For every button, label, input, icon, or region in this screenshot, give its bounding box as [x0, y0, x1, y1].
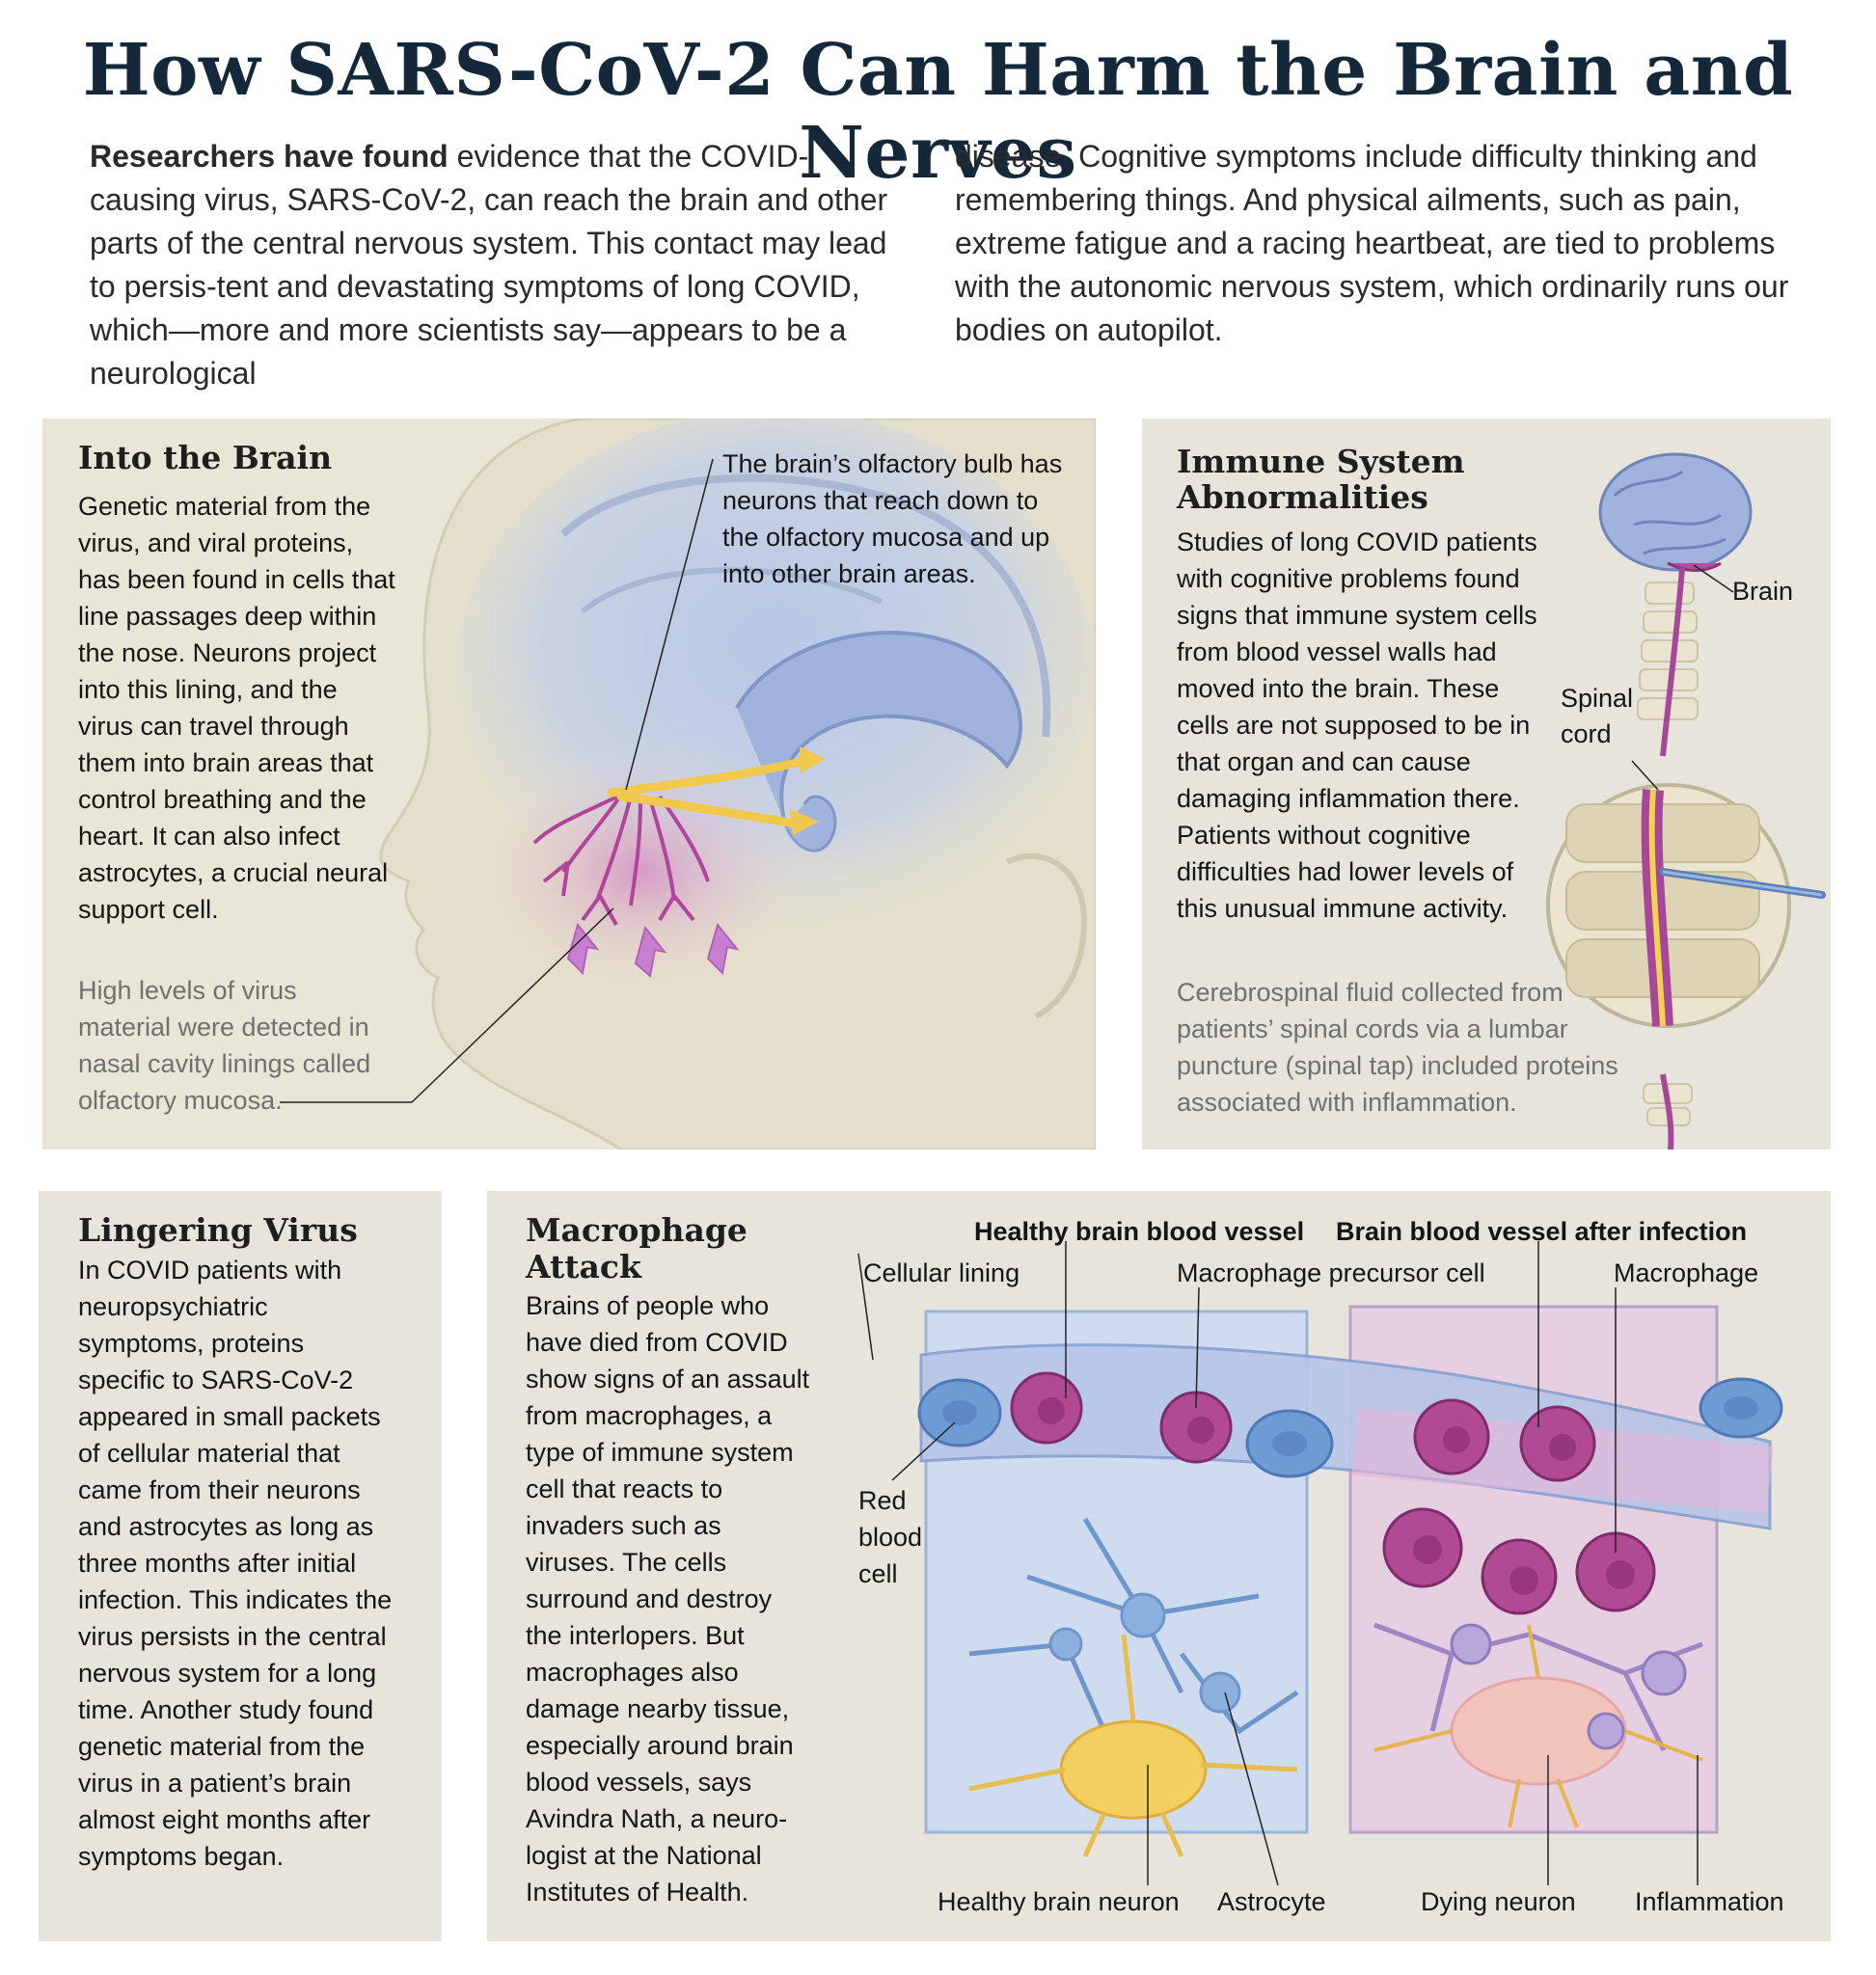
panel-title-macrophage-line1: Macrophage [526, 1211, 748, 1249]
macrophage-attack-body: Brains of people who have died from COVI… [526, 1291, 810, 1907]
blood-vessel-comparison-illustration [857, 1241, 1783, 1886]
olfactory-mucosa-note: High levels of virus material were detec… [78, 976, 371, 1115]
panel-immune-system-abnormalities: Immune System Abnormalities Studies of l… [1142, 419, 1831, 1150]
olfactory-bulb-callout: The brain’s olfactory bulb has neurons t… [722, 449, 1063, 588]
label-astrocyte: Astrocyte [1217, 1887, 1326, 1916]
panel-into-the-brain: Into the Brain Genetic material from the… [42, 419, 1096, 1150]
label-spinal: Spinal [1561, 684, 1634, 713]
label-macrophage-precursor: Macrophage precursor cell [1177, 1258, 1485, 1287]
panel-title-macrophage-line2: Attack [526, 1248, 641, 1285]
label-healthy-brain-neuron: Healthy brain neuron [938, 1887, 1180, 1916]
label-brain: Brain [1732, 577, 1794, 606]
head-cross-section-illustration [280, 419, 1096, 1150]
heading-healthy-vessel: Healthy brain blood vessel [974, 1217, 1305, 1246]
panel-macrophage-attack: Macrophage Attack Brains of people who h… [487, 1191, 1831, 1941]
panel-title-lingering-virus: Lingering Virus [78, 1211, 358, 1249]
label-dying-neuron: Dying neuron [1421, 1887, 1576, 1916]
intro-left-column: Researchers have found evidence that the… [90, 135, 900, 395]
panel-title-immune-line1: Immune System [1177, 443, 1465, 480]
label-red: Red [858, 1486, 907, 1515]
intro-right-column: disease. Cognitive symptoms include diff… [955, 139, 1789, 347]
panel-title-into-the-brain: Into the Brain [78, 439, 333, 476]
cerebrospinal-fluid-note: Cerebrospinal fluid collected from patie… [1177, 978, 1618, 1117]
label-cell: cell [858, 1559, 898, 1588]
label-cellular-lining: Cellular lining [863, 1258, 1020, 1287]
lingering-virus-body: In COVID patients with neuropsychiatric … [78, 1256, 393, 1871]
intro-lead: Researchers have found [90, 139, 449, 174]
brain-spinal-cord-illustration [1546, 452, 1826, 1150]
panel-title-immune-line2: Abnormalities [1177, 478, 1428, 516]
immune-system-body: Studies of long COVID patients with cogn… [1177, 528, 1537, 923]
panel-lingering-virus: Lingering Virus In COVID patients with n… [39, 1191, 442, 1941]
label-cord: cord [1561, 719, 1612, 748]
label-blood: blood [858, 1523, 923, 1552]
label-macrophage: Macrophage [1614, 1258, 1759, 1287]
heading-infected-vessel: Brain blood vessel after infection [1336, 1217, 1748, 1246]
intro-left-text: evidence that the COVID-causing virus, S… [90, 139, 888, 391]
page-title: How SARS-CoV-2 Can Harm the Brain and Ne… [82, 29, 1794, 195]
label-inflammation: Inflammation [1635, 1887, 1784, 1916]
into-the-brain-body: Genetic material from the virus, and vir… [78, 492, 395, 924]
